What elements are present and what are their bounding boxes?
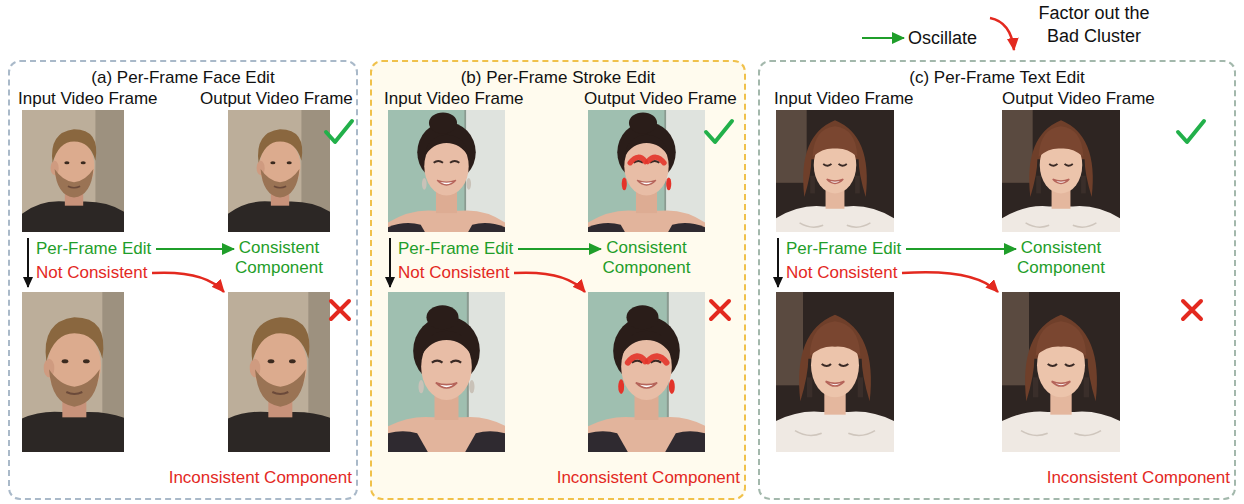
- photo: [768, 292, 901, 452]
- photo: [380, 292, 513, 452]
- result-label: Consistent Component: [229, 238, 329, 278]
- oscillate-arrow: [156, 248, 234, 250]
- check-mark: [326, 121, 352, 142]
- check-mark: [1178, 121, 1204, 142]
- result-label: Consistent Component: [597, 238, 697, 278]
- step-label: Per-Frame Edit: [398, 239, 513, 259]
- column-header: Output Video Frame: [200, 89, 353, 109]
- photo: [212, 292, 345, 452]
- legend-sample: [862, 37, 904, 39]
- oscillate-arrow: [906, 248, 1016, 250]
- photo: [22, 110, 124, 232]
- legend-sample: [990, 18, 1014, 50]
- cross-mark: [711, 301, 729, 319]
- step-label: Not Consistent: [398, 263, 510, 283]
- result-label: Inconsistent Component: [169, 468, 352, 488]
- panel-title: (c) Per-Frame Text Edit: [760, 67, 1234, 89]
- factor-out-arrow: [514, 273, 585, 292]
- factor-out-arrow: [152, 273, 224, 292]
- column-header: Input Video Frame: [18, 89, 158, 109]
- panel-title: (a) Per-Frame Face Edit: [10, 67, 356, 89]
- step-label: Per-Frame Edit: [786, 239, 901, 259]
- column-header: Input Video Frame: [384, 89, 524, 109]
- down-arrow: [777, 238, 779, 287]
- down-arrow: [27, 238, 29, 287]
- photo: [228, 110, 330, 232]
- photo: [388, 101, 505, 241]
- check-mark: [706, 121, 732, 142]
- cross-mark: [1183, 301, 1201, 319]
- legend-text: Factor out the Bad Cluster: [1028, 2, 1160, 48]
- result-label: Consistent Component: [1011, 238, 1111, 278]
- photo: [1002, 100, 1120, 242]
- column-header: Input Video Frame: [774, 89, 914, 109]
- result-label: Inconsistent Component: [1047, 468, 1230, 488]
- panel-fill: [370, 60, 746, 500]
- photo: [6, 292, 139, 452]
- photo: [580, 292, 713, 452]
- oscillate-arrow: [518, 248, 601, 250]
- panel-title: (b) Per-Frame Stroke Edit: [372, 67, 744, 89]
- column-header: Output Video Frame: [1002, 89, 1155, 109]
- step-label: Not Consistent: [786, 263, 898, 283]
- step-label: Per-Frame Edit: [36, 239, 151, 259]
- photo: [994, 292, 1127, 452]
- photo: [588, 101, 705, 241]
- step-label: Not Consistent: [36, 263, 148, 283]
- cross-mark: [331, 301, 349, 319]
- factor-out-arrow: [902, 272, 998, 292]
- photo: [776, 100, 894, 242]
- column-header: Output Video Frame: [584, 89, 737, 109]
- down-arrow: [389, 238, 391, 287]
- result-label: Inconsistent Component: [557, 468, 740, 488]
- legend-text: Oscillate: [908, 27, 977, 50]
